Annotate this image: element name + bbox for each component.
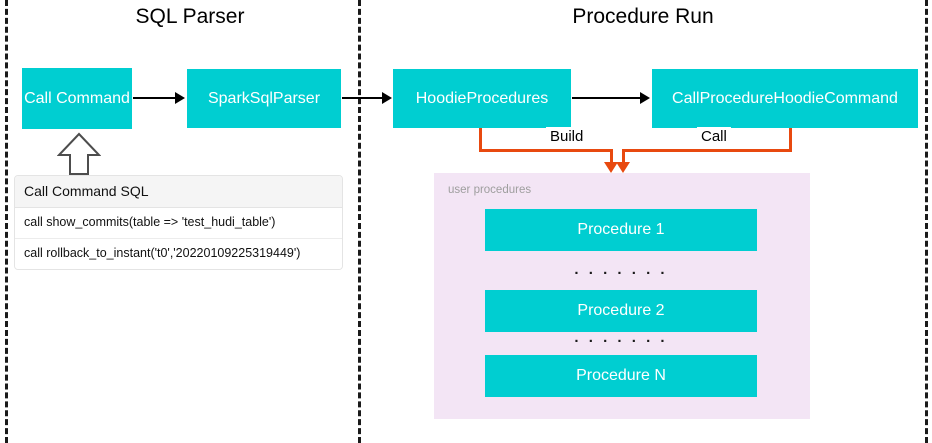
call-edge-segment-vertical-end bbox=[622, 149, 625, 164]
node-hoodie-procedures[interactable]: HoodieProcedures bbox=[393, 69, 571, 128]
arrow-call-command-to-spark-parser-head bbox=[175, 92, 185, 104]
procedure-box[interactable]: Procedure 2 bbox=[485, 290, 757, 332]
arrow-call-command-to-spark-parser-line bbox=[133, 97, 177, 99]
user-procedures-label: user procedures bbox=[448, 184, 532, 196]
build-edge-arrowhead bbox=[604, 162, 618, 173]
hollow-up-arrow-icon bbox=[57, 132, 101, 175]
sql-table-header: Call Command SQL bbox=[15, 176, 342, 208]
procedure-ellipsis-separator: . . . . . . . bbox=[574, 261, 668, 278]
call-edge-segment-vertical-start bbox=[789, 128, 792, 152]
user-procedures-panel: user procedures Procedure 1 . . . . . . … bbox=[434, 173, 810, 419]
build-edge-segment-horizontal bbox=[479, 149, 613, 152]
section-divider-right bbox=[925, 0, 928, 443]
section-title-procedure-run: Procedure Run bbox=[572, 5, 714, 28]
arrow-hoodie-procedures-to-call-command-head bbox=[640, 92, 650, 104]
section-divider-middle bbox=[358, 0, 361, 443]
arrow-spark-parser-to-hoodie-procedures-line bbox=[342, 97, 384, 99]
edge-label-build: Build bbox=[546, 127, 588, 146]
node-call-command[interactable]: Call Command bbox=[22, 68, 132, 129]
arrow-spark-parser-to-hoodie-procedures-head bbox=[382, 92, 392, 104]
build-edge-segment-vertical-end bbox=[610, 149, 613, 164]
section-title-sql-parser: SQL Parser bbox=[135, 5, 245, 28]
sql-table-row: call show_commits(table => 'test_hudi_ta… bbox=[15, 208, 342, 239]
procedure-box[interactable]: Procedure N bbox=[485, 355, 757, 397]
call-edge-segment-horizontal bbox=[622, 149, 792, 152]
edge-label-call: Call bbox=[697, 127, 731, 146]
procedure-ellipsis-separator: . . . . . . . bbox=[574, 329, 668, 346]
procedure-box[interactable]: Procedure 1 bbox=[485, 209, 757, 251]
sql-table-row: call rollback_to_instant('t0','202201092… bbox=[15, 239, 342, 269]
build-edge-segment-vertical-start bbox=[479, 128, 482, 152]
call-edge-arrowhead bbox=[616, 162, 630, 173]
node-call-procedure-hoodie-command[interactable]: CallProcedureHoodieCommand bbox=[652, 69, 918, 128]
node-spark-sql-parser[interactable]: SparkSqlParser bbox=[187, 69, 341, 128]
arrow-hoodie-procedures-to-call-command-line bbox=[572, 97, 642, 99]
section-divider-left bbox=[5, 0, 8, 443]
call-command-sql-table: Call Command SQL call show_commits(table… bbox=[14, 175, 343, 270]
